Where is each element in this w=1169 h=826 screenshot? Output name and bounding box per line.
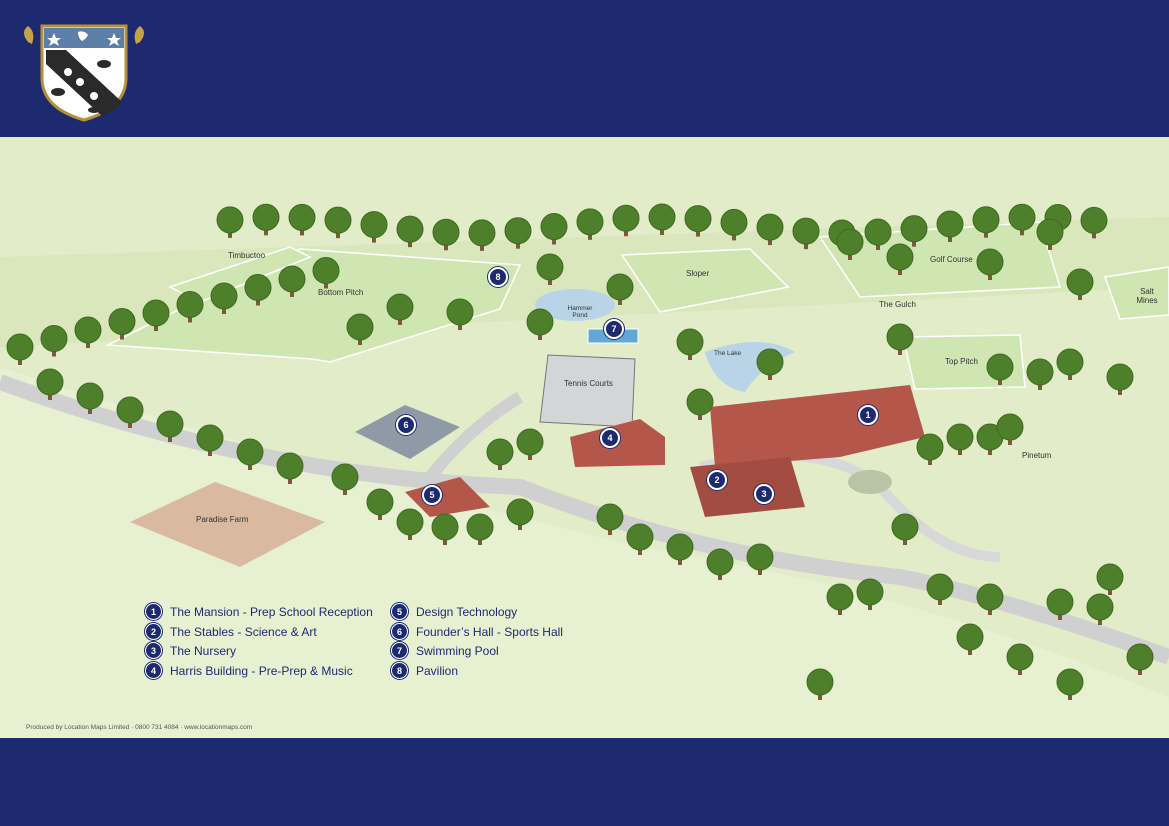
label-hammer-pond: Hammer Pond [567, 305, 593, 319]
label-timbuctoo: Timbuctoo [228, 251, 266, 260]
legend-item-6: 6 Founder’s Hall - Sports Hall [391, 623, 563, 640]
legend-item-7: 7 Swimming Pool [391, 642, 499, 659]
map-marker-1[interactable]: 1 [858, 405, 878, 425]
label-salt-mines: Salt Mines [1136, 287, 1158, 305]
label-the-gulch: The Gulch [879, 300, 916, 309]
legend-item-3: 3 The Nursery [145, 642, 236, 659]
legend-number: 5 [391, 603, 408, 620]
label-paradise-farm: Paradise Farm [196, 515, 249, 524]
label-pinetum: Pinetum [1022, 451, 1052, 460]
legend-text: The Nursery [170, 643, 237, 658]
school-crest-icon [24, 24, 144, 122]
map-marker-4[interactable]: 4 [600, 428, 620, 448]
label-top-pitch: Top Pitch [945, 357, 978, 366]
legend-item-2: 2 The Stables - Science & Art [145, 623, 317, 640]
label-bottom-pitch: Bottom Pitch [318, 288, 364, 297]
legend-text: The Stables - Science & Art [170, 624, 317, 639]
legend-number: 4 [145, 662, 162, 679]
header-band [0, 0, 1169, 137]
legend-number: 7 [391, 642, 408, 659]
map-marker-8[interactable]: 8 [488, 267, 508, 287]
footer-band [0, 738, 1169, 826]
legend-number: 1 [145, 603, 162, 620]
legend-item-5: 5 Design Technology [391, 603, 517, 620]
legend-text: Harris Building - Pre-Prep & Music [170, 663, 353, 678]
label-golf-course: Golf Course [930, 255, 973, 264]
campus-map: Timbuctoo Bottom Pitch Sloper Golf Cours… [0, 137, 1169, 738]
legend-text: Design Technology [416, 604, 518, 619]
map-marker-7[interactable]: 7 [604, 319, 624, 339]
label-sloper: Sloper [686, 269, 710, 278]
legend-text: The Mansion - Prep School Reception [170, 604, 373, 619]
map-marker-2[interactable]: 2 [707, 470, 727, 490]
legend-item-8: 8 Pavilion [391, 662, 458, 679]
legend-text: Pavilion [416, 663, 459, 678]
map-marker-6[interactable]: 6 [396, 415, 416, 435]
label-the-lake: The Lake [714, 350, 742, 357]
legend-text: Founder’s Hall - Sports Hall [416, 624, 563, 639]
legend-item-1: 1 The Mansion - Prep School Reception [145, 603, 373, 620]
tree-layer [6, 203, 1154, 700]
legend-number: 6 [391, 623, 408, 640]
legend-text: Swimming Pool [416, 643, 499, 658]
map-marker-5[interactable]: 5 [422, 485, 442, 505]
legend-number: 8 [391, 662, 408, 679]
label-tennis-courts: Tennis Courts [564, 379, 613, 388]
legend-item-4: 4 Harris Building - Pre-Prep & Music [145, 662, 353, 679]
legend-number: 3 [145, 642, 162, 659]
legend-number: 2 [145, 623, 162, 640]
map-marker-3[interactable]: 3 [754, 484, 774, 504]
credit-line: Produced by Location Maps Limited · 0800… [26, 724, 253, 731]
